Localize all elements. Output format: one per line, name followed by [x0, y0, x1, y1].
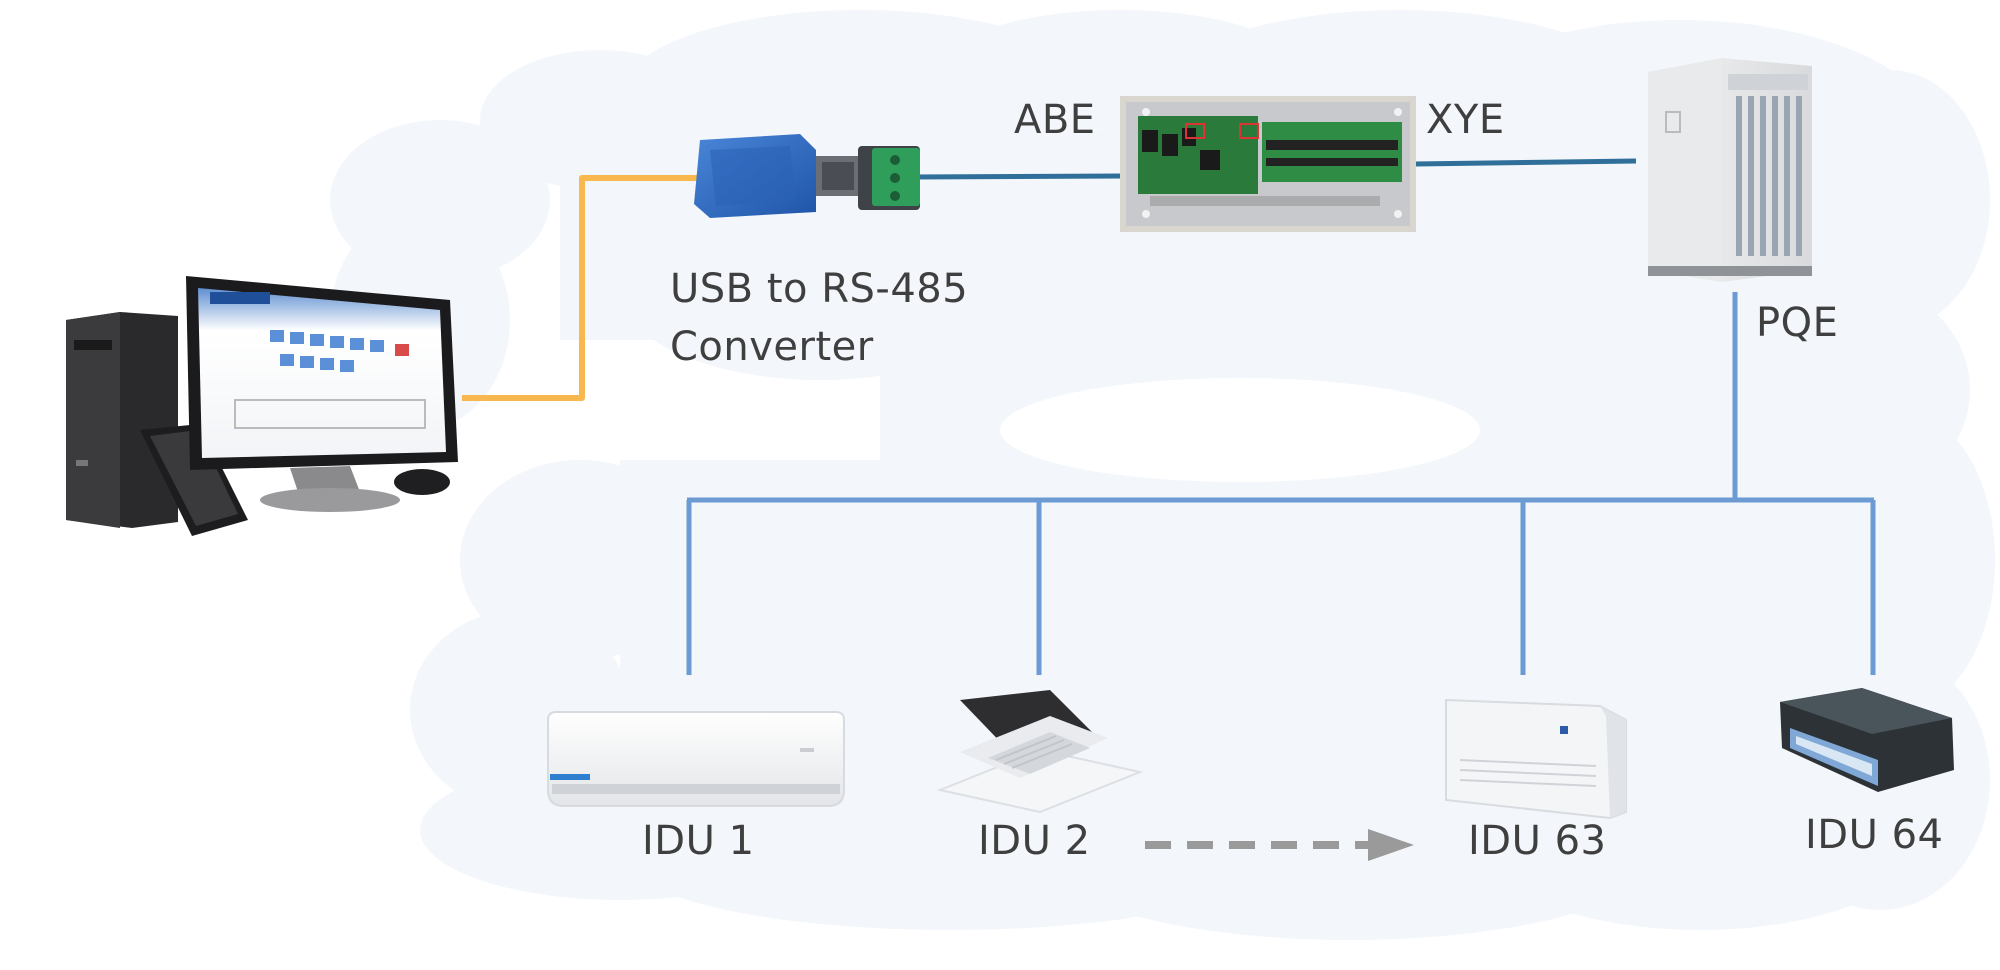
usb-rs485-converter-icon	[694, 134, 860, 218]
usb-converter-label-line1: USB to RS-485	[670, 266, 969, 312]
ceiling-cassette-ac-icon	[936, 690, 1144, 814]
xye-cable	[1414, 158, 1637, 167]
xye-label: XYE	[1426, 97, 1505, 143]
usb-converter-label-line2: Converter	[670, 324, 874, 370]
vrf-outdoor-unit-icon	[1648, 58, 1812, 282]
ducted-ac-icon	[1780, 688, 1954, 792]
abe-label: ABE	[1014, 97, 1096, 143]
gateway-circuit-board-icon	[1120, 96, 1416, 232]
wall-mounted-ac-icon	[547, 711, 845, 807]
usb-cable	[462, 175, 700, 401]
pqe-label: PQE	[1756, 300, 1839, 346]
idu2-label: IDU 2	[978, 818, 1091, 864]
continuation-arrow	[1145, 829, 1414, 861]
idu64-label: IDU 64	[1805, 812, 1944, 858]
rs485-cable	[911, 173, 1123, 180]
idu63-label: IDU 63	[1468, 818, 1607, 864]
cloud-gap	[1000, 378, 1480, 482]
desktop-computer-icon	[66, 276, 458, 536]
pqe-bus	[686, 292, 1876, 675]
usb-converter-label: USB to RS-485 Converter	[670, 260, 968, 376]
green-terminal-block-icon	[858, 146, 920, 210]
floor-ceiling-ac-icon	[1445, 698, 1627, 820]
idu1-label: IDU 1	[642, 818, 755, 864]
